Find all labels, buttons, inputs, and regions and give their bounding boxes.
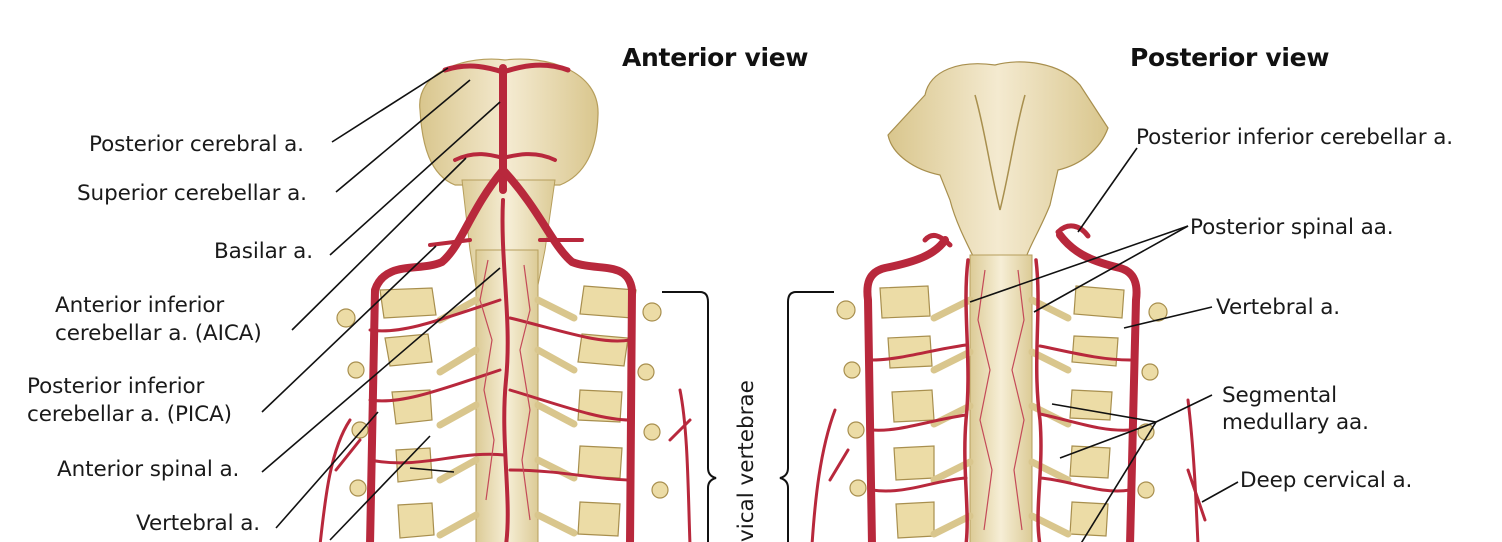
posterior-view (810, 61, 1207, 542)
leader-vertebral-left-b (329, 435, 431, 541)
label-pica-line1: Posterior inferior (27, 374, 205, 399)
leader-posterior-spinal-1 (969, 225, 1189, 303)
leader-vertebral-right (1123, 306, 1213, 329)
leader-pica (261, 245, 437, 413)
posterior-fine-vessels (977, 269, 1025, 531)
leader-vertebral-left-c (409, 467, 455, 473)
anterior-arteries (318, 62, 692, 542)
label-vertebral-right: Vertebral a. (1216, 295, 1341, 320)
label-vertebral-left: Vertebral a. (136, 511, 261, 536)
posterior-view-title: Posterior view (1130, 43, 1330, 72)
label-pica-line2: cerebellar a. (PICA) (27, 402, 232, 427)
anterior-nerve-roots (436, 296, 578, 539)
posterior-fourth-ventricle (974, 94, 1026, 211)
label-posterior-spinal: Posterior spinal aa. (1190, 215, 1394, 240)
label-segmental-line2: medullary aa. (1222, 410, 1369, 435)
label-posterior-cerebral: Posterior cerebral a. (89, 132, 304, 157)
leader-posterior-spinal-2 (1033, 225, 1189, 313)
posterior-brainstem (887, 61, 1109, 261)
posterior-vertebrae (836, 285, 1168, 539)
leader-posterior-inferior-cerebellar (1077, 147, 1138, 233)
bracket-anterior (662, 291, 717, 542)
label-segmental-line1: Segmental (1222, 383, 1337, 408)
bracket-posterior (779, 291, 834, 542)
posterior-arteries (810, 223, 1207, 542)
leader-vertebral-left (275, 411, 379, 529)
anterior-fine-vessels (479, 259, 531, 521)
anterior-view (318, 58, 692, 542)
label-superior-cerebellar: Superior cerebellar a. (77, 181, 307, 206)
leader-segmental-3 (1059, 421, 1157, 459)
label-cervical-vertebrae: vical vertebrae (734, 380, 759, 542)
leader-lines (261, 67, 1239, 542)
label-aica-line1: Anterior inferior (55, 293, 225, 318)
label-posterior-inferior-cerebellar: Posterior inferior cerebellar a. (1136, 125, 1454, 150)
label-anterior-spinal: Anterior spinal a. (57, 457, 240, 482)
leader-aica (291, 157, 467, 331)
label-basilar: Basilar a. (214, 239, 313, 264)
anterior-view-title: Anterior view (622, 43, 809, 72)
label-deep-cervical: Deep cervical a. (1240, 468, 1413, 493)
leader-anterior-spinal (261, 267, 501, 473)
leader-deep-cervical (1201, 481, 1239, 503)
leader-segmental-4 (1080, 421, 1157, 542)
leader-superior-cerebellar (335, 79, 471, 193)
anterior-pons (419, 58, 599, 186)
leader-segmental-2 (1051, 403, 1157, 423)
label-aica-line2: cerebellar a. (AICA) (55, 321, 262, 346)
leader-posterior-cerebral (331, 67, 449, 143)
leader-basilar (329, 101, 501, 256)
leader-segmental-1 (1155, 394, 1213, 423)
